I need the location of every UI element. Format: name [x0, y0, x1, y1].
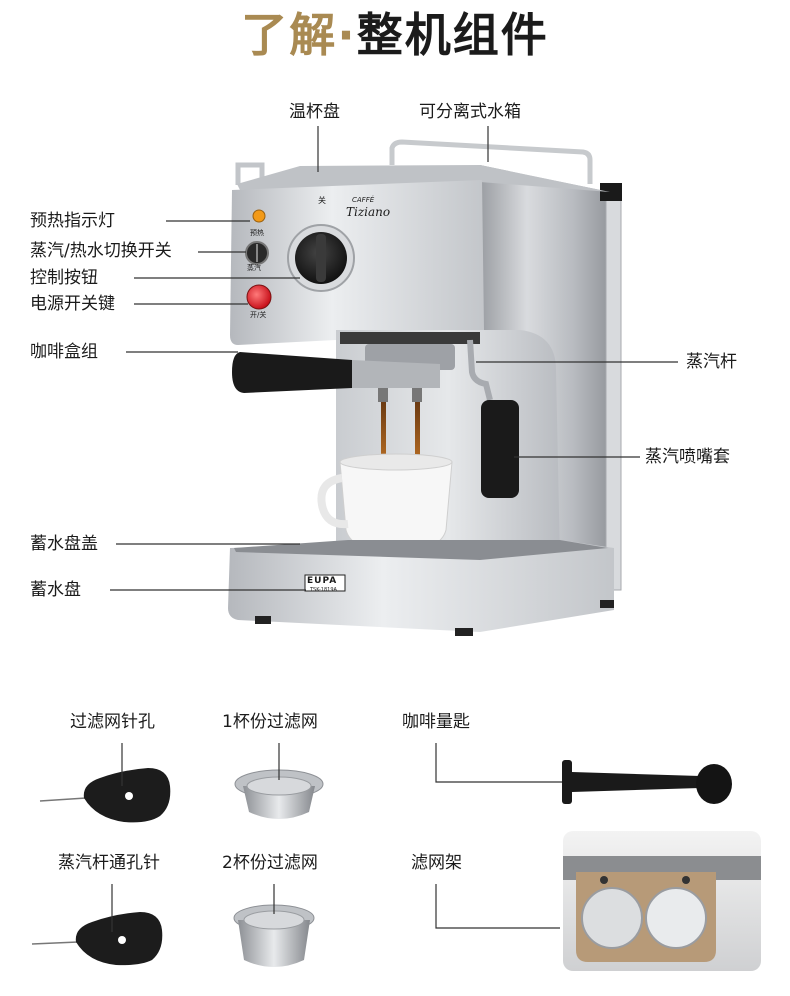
label-power-key: 电源开关键 [30, 294, 115, 314]
label-drip-tray: 蓄水盘 [30, 580, 81, 600]
brand-logo: EUPA [307, 576, 338, 586]
page-title: 了解·整机组件 [0, 0, 790, 70]
label-steam-wand: 蒸汽杆 [686, 352, 737, 372]
panel-power-text: 开/关 [250, 311, 267, 319]
portafilter-handle [232, 352, 355, 393]
brand-caffe: CAFFÉ [352, 196, 375, 204]
label-coffee-spoon: 咖啡量匙 [402, 712, 470, 732]
label-drip-cover: 蓄水盘盖 [30, 534, 98, 554]
label-cup-warmer: 温杯盘 [289, 102, 340, 122]
title-accent: 了解 [241, 8, 338, 62]
group-head [340, 332, 480, 344]
panel-preheat-text: 预热 [250, 229, 264, 237]
coffee-cup [339, 461, 453, 553]
tank-lid [600, 183, 622, 201]
label-filter-holder: 滤网架 [411, 853, 462, 873]
label-steam-needle: 蒸汽杆通孔针 [58, 853, 160, 873]
drip-tray [228, 540, 614, 632]
accessory-coffee-spoon [435, 743, 732, 804]
accessory-filter-holder [435, 831, 761, 971]
machine-top [237, 165, 610, 192]
accessory-filter-2cup [233, 884, 315, 967]
brand-model: TSK-1819A [310, 587, 337, 593]
steam-wand [467, 339, 493, 401]
label-control-knob: 控制按钮 [30, 268, 98, 288]
title-main: 整机组件 [356, 8, 549, 62]
preheat-light-icon [252, 209, 266, 223]
leader-lines [110, 126, 678, 591]
power-button-icon [246, 284, 272, 310]
brand-tiziano: Tiziano [346, 205, 391, 219]
cup-handle [317, 474, 349, 529]
accessory-filter-1cup [234, 743, 324, 819]
accessory-steam-needle [31, 884, 163, 966]
label-steam-switch: 蒸汽/热水切换开关 [30, 241, 172, 261]
portafilter-basket [352, 360, 440, 388]
steam-nozzle-sleeve [481, 400, 519, 498]
cup-warmer-rail [235, 162, 265, 185]
title-dot: · [337, 8, 357, 62]
label-filter-2cup: 2杯份过滤网 [222, 853, 318, 873]
coffee-stream-left [381, 402, 386, 460]
machine-front-head [230, 180, 484, 345]
coffee-stream-right [415, 402, 420, 460]
label-preheat-light: 预热指示灯 [30, 211, 115, 231]
drip-tray-cover [234, 540, 608, 560]
label-portafilter: 咖啡盒组 [30, 342, 98, 362]
water-tank-window [605, 189, 622, 591]
accessory-filter-needle [39, 743, 171, 823]
spoon-scoop [696, 764, 732, 804]
label-steam-sleeve: 蒸汽喷嘴套 [645, 447, 730, 467]
tank-handle [389, 139, 593, 184]
label-water-tank: 可分离式水箱 [419, 102, 521, 122]
label-filter-1cup: 1杯份过滤网 [222, 712, 318, 732]
coffee-machine-illustration [228, 139, 622, 636]
panel-knob-top: 关 [318, 196, 326, 205]
panel-steam-text: 蒸汽 [247, 264, 261, 272]
label-filter-needle: 过滤网针孔 [70, 712, 155, 732]
